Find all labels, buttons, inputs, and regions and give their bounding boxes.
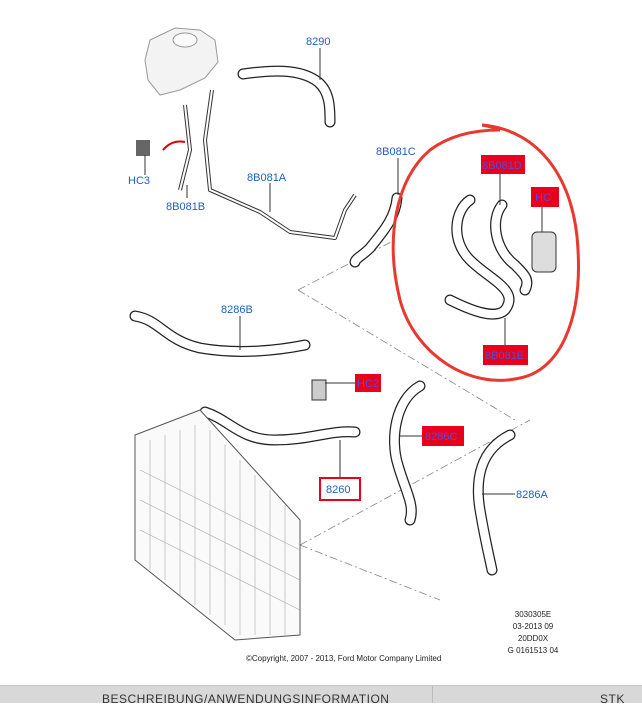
thermostat-housing [531, 231, 557, 273]
column-header-description[interactable]: BESCHREIBUNG/ANWENDUNGSINFORMATION [102, 692, 390, 706]
svg-text:HC2: HC2 [357, 378, 379, 390]
copyright-text: ©Copyright, 2007 - 2013, Ford Motor Comp… [246, 654, 442, 663]
column-divider [432, 686, 433, 703]
label-hc3: HC3 [128, 175, 150, 187]
parts-diagram: 8290 8B081C HC3 8B081B 8B081A 8286B 8286… [128, 27, 580, 641]
hc3-clip [136, 140, 150, 156]
highlight-8260: 8260 [319, 477, 361, 501]
svg-text:HC: HC [535, 192, 551, 204]
label-8286a: 8286A [516, 489, 548, 501]
label-8290: 8290 [306, 36, 330, 48]
label-8b081c: 8B081C [376, 146, 416, 158]
highlight-8b081d: 8B081D [481, 155, 525, 174]
highlight-8286c: 8286C [422, 426, 464, 446]
svg-text:8B081E: 8B081E [485, 350, 524, 362]
hc2-clamp [311, 379, 327, 401]
label-8b081b: 8B081B [166, 201, 205, 213]
highlight-8b081e: 8B081E [483, 345, 528, 365]
drawing-number: 3030305E [514, 610, 552, 619]
assembly-guide-lines [297, 239, 531, 601]
red-annotation-circle [391, 123, 580, 382]
leader-lines [144, 48, 543, 495]
svg-text:8B081D: 8B081D [482, 160, 522, 172]
radiator [134, 409, 301, 641]
label-8286b: 8286B [221, 304, 253, 316]
table-header-bar: BESCHREIBUNG/ANWENDUNGSINFORMATION STK [0, 685, 642, 706]
label-8b081a: 8B081A [247, 172, 287, 184]
svg-text:8260: 8260 [326, 484, 350, 496]
drawing-date: 03-2013 09 [512, 622, 554, 631]
svg-text:8286C: 8286C [425, 431, 457, 443]
column-header-quantity[interactable]: STK [600, 692, 625, 706]
coolant-reservoir [144, 27, 219, 96]
highlight-hc: HC [531, 187, 559, 207]
drawing-ref: G 0161513 04 [507, 646, 559, 655]
highlight-hc2: HC2 [355, 374, 381, 392]
drawing-code: 20DD0X [517, 634, 549, 643]
